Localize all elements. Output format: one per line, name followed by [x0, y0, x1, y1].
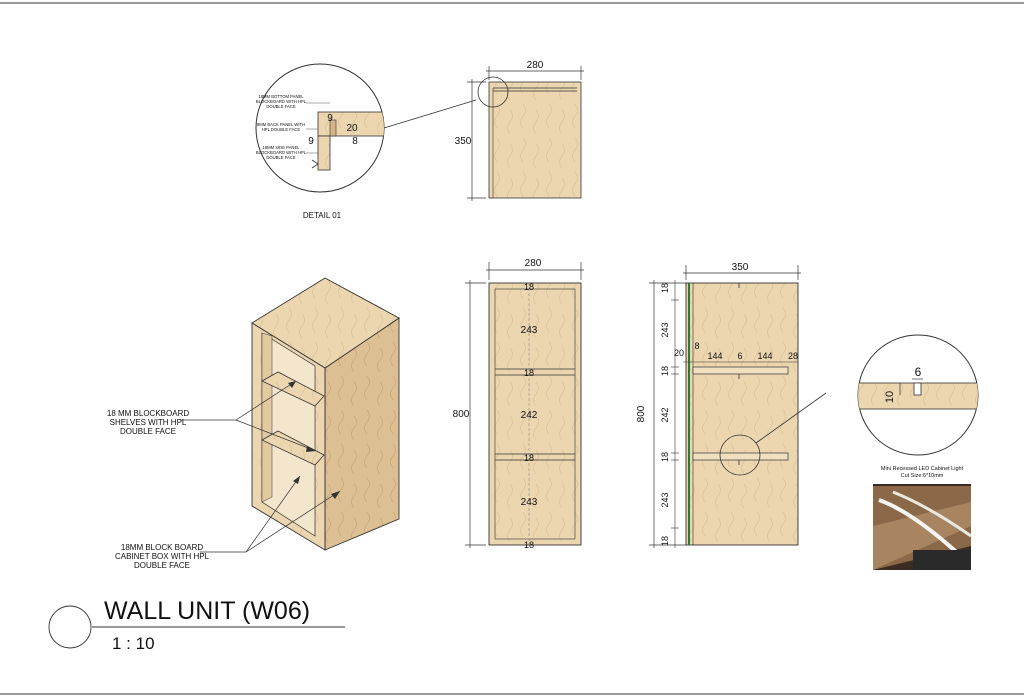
- detail-back-panel: [329, 119, 337, 137]
- side-shelf-2: [692, 452, 789, 461]
- side-shelf-dim-2: 8: [694, 341, 699, 351]
- side-height-dim: 800: [636, 405, 647, 422]
- side-seg-3: 243: [660, 492, 670, 507]
- detail-dim-c: 9: [308, 136, 314, 147]
- front-seg-bottom: 18: [524, 540, 534, 550]
- detail-note-1-line-1: 18MM BOTTOM PANEL: [258, 94, 304, 99]
- front-seg-shelf-2: 18: [524, 453, 534, 463]
- detail-label: DETAIL 01: [303, 211, 342, 220]
- detail-note-3-line-3: DOUBLE FACE: [266, 155, 296, 160]
- side-seg-2: 242: [660, 407, 670, 422]
- groove-cut: [913, 382, 922, 396]
- side-groove-callout: [719, 434, 761, 476]
- led-light-photo: Mini Recessed LED Cabinet Light Cut Size…: [873, 466, 971, 570]
- front-seg-shelf-1: 18: [524, 368, 534, 378]
- front-seg-2: 242: [521, 410, 538, 421]
- plan-width-dim: 280: [527, 60, 544, 71]
- detail-note-1-line-2: BLOCKBOARD WITH HPL: [256, 99, 307, 104]
- iso-box-label-3: DOUBLE FACE: [134, 561, 190, 570]
- groove-width-dim: 6: [915, 365, 922, 379]
- iso-shelves-label-1: 18 MM BLOCKBOARD: [107, 409, 189, 418]
- iso-shelf-1: [261, 371, 325, 407]
- title-circle: [48, 605, 92, 649]
- led-photo-image: [873, 486, 971, 570]
- side-shelf-dim-1: 20: [674, 348, 684, 358]
- detail-side-panel: [317, 135, 331, 171]
- iso-shelves-label-2: SHELVES WITH HPL: [110, 418, 187, 427]
- plan-panel: [488, 81, 582, 199]
- front-seg-3: 243: [521, 497, 538, 508]
- groove-leader: [755, 392, 827, 444]
- side-section: 350 800 18 243 18 242 18 243 18 20 8 144…: [636, 262, 827, 548]
- plan-detail-callout: [477, 76, 509, 108]
- side-seg-top: 18: [660, 283, 670, 293]
- detail-note-2-line-1: 8MM BACK PANEL WITH: [257, 122, 305, 127]
- detail-01: 18MM BOTTOM PANEL BLOCKBOARD WITH HPL DO…: [255, 63, 477, 220]
- side-width-dim: 350: [732, 262, 749, 273]
- front-height-dim: 800: [453, 409, 470, 420]
- detail-dim-a: 9: [327, 113, 333, 124]
- side-shelf-dim-4: 6: [737, 351, 742, 361]
- groove-detail: 6 10: [857, 334, 979, 456]
- detail-note-3-line-2: BLOCKBOARD WITH HPL: [256, 150, 307, 155]
- front-seg-1: 243: [521, 325, 538, 336]
- side-shelf-dim-3: 144: [707, 351, 722, 361]
- groove-depth-dim: 10: [884, 391, 896, 403]
- drawing-title: WALL UNIT (W06): [104, 597, 310, 625]
- title-block: WALL UNIT (W06) 1 : 10: [48, 597, 345, 653]
- plan-depth-dim: 350: [455, 136, 472, 147]
- led-caption-line-1: Mini Recessed LED Cabinet Light: [880, 466, 964, 472]
- detail-leader: [383, 99, 477, 129]
- iso-shelves-label-3: DOUBLE FACE: [120, 427, 176, 436]
- side-seg-1: 243: [660, 322, 670, 337]
- side-seg-bottom: 18: [660, 536, 670, 546]
- detail-dim-d: 8: [352, 136, 358, 147]
- side-shelf-1: [692, 366, 789, 375]
- led-caption-line-2: Cut Size:6*10mm: [900, 473, 944, 479]
- iso-box-label-2: CABINET BOX WITH HPL: [115, 552, 210, 561]
- front-outline: [488, 282, 582, 546]
- side-shelf-dim-6: 28: [788, 351, 798, 361]
- plan-view: 280 350: [455, 60, 584, 201]
- side-seg-shelf-2: 18: [660, 452, 670, 462]
- side-shelf-dim-5: 144: [757, 351, 772, 361]
- detail-bottom-panel: [317, 111, 384, 137]
- side-seg-shelf-1: 18: [660, 366, 670, 376]
- detail-note-2-line-2: HPL DOUBLE FACE: [262, 127, 301, 132]
- front-elevation: 280 800 18 243 18 242 18 243 18: [453, 258, 584, 550]
- isometric-view: 18 MM BLOCKBOARD SHELVES WITH HPL DOUBLE…: [107, 277, 400, 570]
- drawing-scale: 1 : 10: [112, 634, 155, 653]
- detail-note-3-line-1: 18MM SIDE PANEL: [262, 145, 300, 150]
- front-seg-top: 18: [524, 282, 534, 292]
- side-outline: [685, 282, 799, 546]
- led-photo-caption: Mini Recessed LED Cabinet Light Cut Size…: [873, 466, 971, 484]
- front-width-dim: 280: [525, 258, 542, 269]
- iso-box-label-1: 18MM BLOCK BOARD: [121, 543, 203, 552]
- detail-dim-b: 20: [346, 123, 358, 134]
- detail-note-1-line-3: DOUBLE FACE: [266, 104, 296, 109]
